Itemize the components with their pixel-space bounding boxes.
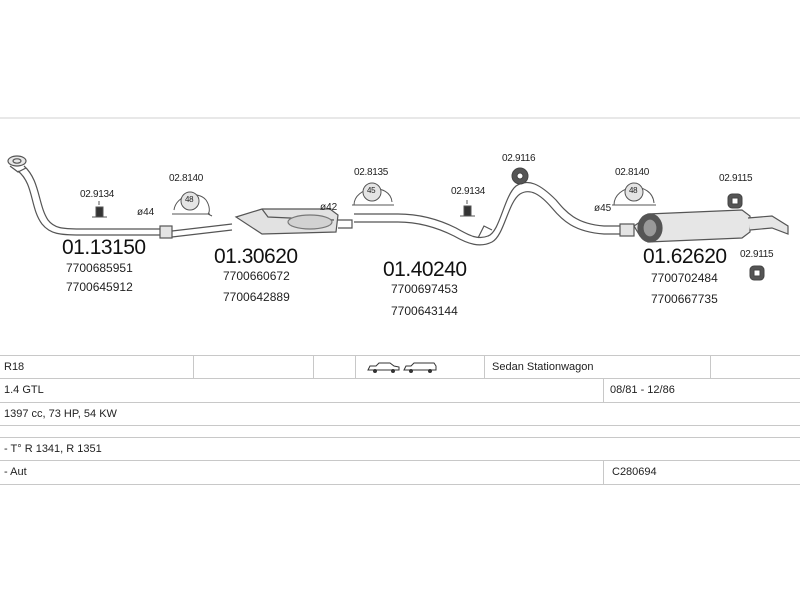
car-icons	[366, 356, 438, 378]
diameter-label: ø42	[320, 202, 338, 213]
engine-cell: 1.4 GTL	[4, 383, 44, 396]
specs-cell: 1397 cc, 73 HP, 54 KW	[4, 407, 117, 420]
fitting-ref-label: 02.9115	[719, 173, 753, 184]
transmission-cell: - Aut	[4, 465, 27, 478]
hanger-fitting-drawing	[460, 200, 475, 217]
clamp-fitting-drawing	[612, 182, 656, 206]
middle-silencer-drawing	[171, 208, 353, 238]
vehicle-info-table: R18 Sedan Stationwagon 1.4 GTL 08/81 - 1…	[0, 355, 800, 489]
front-pipe-drawing	[7, 155, 173, 239]
fitting-ref-label: 02.9134	[80, 189, 115, 200]
part-number: 01.62620	[643, 245, 727, 268]
fitting-ref-label: 02.9116	[502, 153, 536, 164]
oem-number: 7700660672	[223, 269, 290, 283]
table-row: - T° R 1341, R 1351	[0, 437, 800, 461]
part-number: 01.40240	[383, 258, 467, 281]
table-row: 1397 cc, 73 HP, 54 KW	[0, 403, 800, 426]
cell-divider	[355, 356, 356, 378]
sedan-stationwagon-icon	[367, 362, 437, 373]
oem-number: 7700643144	[391, 304, 458, 318]
rubber-mount-fitting-drawing	[749, 265, 765, 281]
fitting-ref-label: 02.8140	[169, 173, 204, 184]
hanger-fitting-drawing	[92, 201, 107, 218]
part-number: 01.30620	[214, 245, 298, 268]
cell-divider	[484, 356, 485, 378]
cell-divider	[603, 460, 604, 484]
exhaust-schematic	[0, 117, 800, 281]
fitting-ref-label: 02.9134	[451, 186, 486, 197]
cell-divider	[603, 378, 604, 402]
fitting-ref-label: 02.8135	[354, 167, 389, 178]
rubber-ring-fitting-drawing	[511, 167, 529, 185]
clamp-fitting-drawing	[352, 182, 394, 206]
oem-number: 7700697453	[391, 282, 458, 296]
clamp-fitting-drawing	[172, 191, 213, 217]
clamp-badge: 48	[185, 195, 194, 204]
fitting-ref-label: 02.9115	[740, 249, 774, 260]
oem-number: 7700642889	[223, 290, 290, 304]
fitting-ref-label: 02.8140	[615, 167, 650, 178]
part-number: 01.13150	[62, 236, 146, 259]
rubber-mount-fitting-drawing	[727, 193, 743, 209]
table-row	[0, 426, 800, 436]
type-cell: - T° R 1341, R 1351	[4, 442, 102, 455]
table-row: - Aut C280694	[0, 460, 800, 485]
body-type-cell: Sedan Stationwagon	[492, 360, 594, 373]
diameter-label: ø44	[137, 207, 155, 218]
model-cell: R18	[4, 360, 25, 373]
cell-divider	[193, 356, 194, 378]
exhaust-diagram: 48 45 48 02.9134 02.8140 02.8135 02.9134…	[0, 117, 800, 318]
cell-divider	[313, 356, 314, 378]
years-cell: 08/81 - 12/86	[610, 383, 675, 396]
table-row: 1.4 GTL 08/81 - 12/86	[0, 378, 800, 403]
cell-divider	[710, 356, 711, 378]
oem-number: 7700667735	[651, 292, 718, 306]
clamp-badge: 45	[367, 186, 376, 195]
oem-number: 7700702484	[651, 271, 718, 285]
diameter-label: ø45	[594, 203, 612, 214]
intermediate-pipe-drawing	[354, 181, 620, 246]
table-row: R18 Sedan Stationwagon	[0, 355, 800, 379]
rear-silencer-drawing	[619, 209, 789, 243]
catalog-code-cell: C280694	[612, 465, 657, 478]
oem-number: 7700685951	[66, 261, 133, 275]
oem-number: 7700645912	[66, 280, 133, 294]
clamp-badge: 48	[629, 186, 638, 195]
